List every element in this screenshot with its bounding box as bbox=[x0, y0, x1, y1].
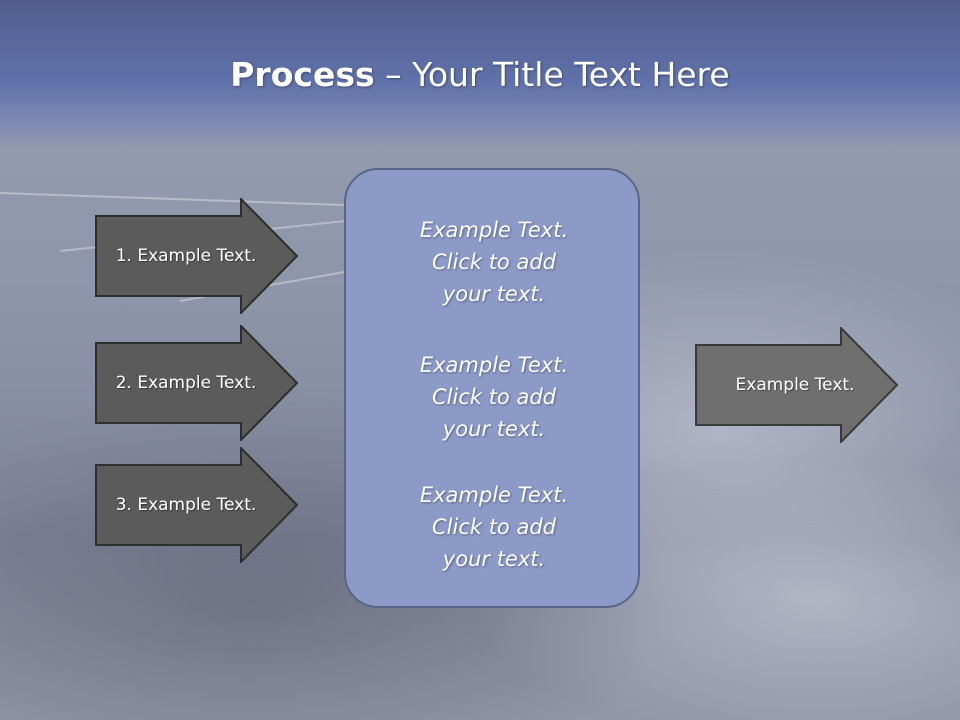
title-bold: Process bbox=[230, 55, 375, 94]
center-text-item-2: Example Text. Click to add your text. bbox=[419, 353, 569, 441]
center-text-box[interactable]: Example Text. Click to add your text. Ex… bbox=[344, 168, 640, 608]
arrow-label: 2. Example Text. bbox=[115, 373, 257, 393]
center-text-item-1: Example Text. Click to add your text. bbox=[419, 218, 569, 306]
process-step-arrow-3[interactable]: 3. Example Text. bbox=[95, 447, 299, 563]
title-band bbox=[0, 0, 960, 150]
arrow-right-shape bbox=[695, 327, 899, 443]
arrow-right-shape bbox=[95, 447, 299, 563]
arrow-label: 1. Example Text. bbox=[115, 246, 257, 266]
process-step-arrow-2[interactable]: 2. Example Text. bbox=[95, 325, 299, 441]
arrow-right-shape bbox=[95, 325, 299, 441]
process-step-arrow-1[interactable]: 1. Example Text. bbox=[95, 198, 299, 314]
arrow-label: Example Text. bbox=[735, 375, 855, 395]
slide-title[interactable]: Process – Your Title Text Here bbox=[0, 52, 960, 98]
center-text-item-3: Example Text. Click to add your text. bbox=[419, 483, 569, 571]
title-rest: – Your Title Text Here bbox=[374, 55, 730, 94]
arrow-label: 3. Example Text. bbox=[115, 495, 257, 515]
result-arrow[interactable]: Example Text. bbox=[695, 327, 899, 443]
arrow-right-shape bbox=[95, 198, 299, 314]
